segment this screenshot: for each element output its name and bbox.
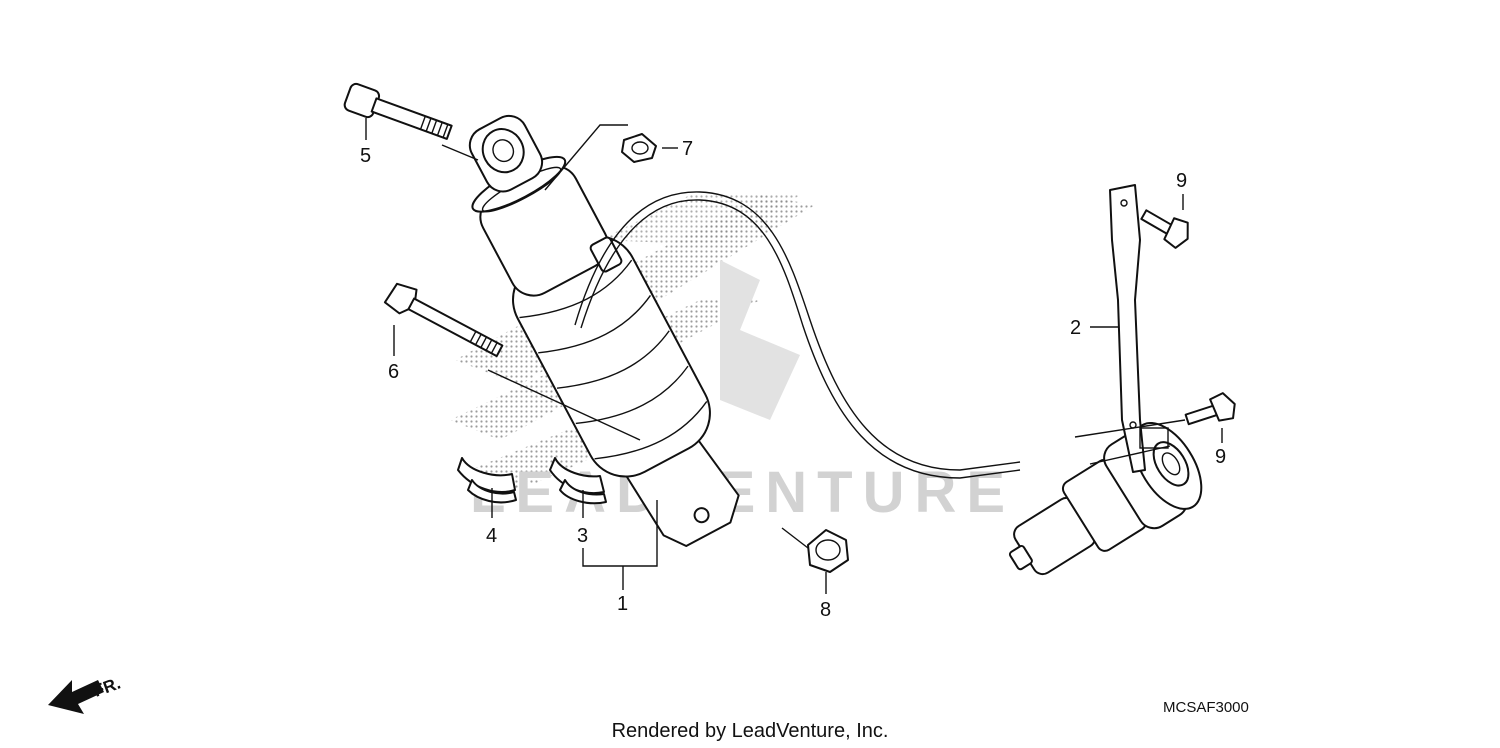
shock-absorber — [468, 114, 740, 547]
callout-9-upper: 9 — [1176, 170, 1187, 192]
bolt-6 — [383, 282, 504, 358]
adjuster-hose — [574, 191, 1021, 471]
bolt-9-lower — [1184, 392, 1236, 426]
callout-5: 5 — [360, 145, 371, 167]
bushing-4 — [457, 457, 517, 504]
callout-7: 7 — [682, 138, 693, 160]
bolt-9-upper — [1140, 209, 1189, 249]
nut-7 — [621, 133, 657, 163]
callout-8: 8 — [820, 599, 831, 621]
preload-adjuster — [1008, 421, 1203, 576]
callout-3: 3 — [577, 525, 588, 547]
nut-8 — [807, 529, 849, 573]
callout-4: 4 — [486, 525, 497, 547]
callout-2: 2 — [1070, 317, 1081, 339]
footer-credit: Rendered by LeadVenture, Inc. — [612, 720, 889, 742]
bolt-5 — [343, 82, 453, 140]
bushing-3 — [549, 457, 607, 505]
arrow-left-down-icon: FR. — [48, 674, 123, 714]
callout-9-lower: 9 — [1215, 446, 1226, 468]
callout-6: 6 — [388, 361, 399, 383]
direction-label: FR. — [91, 674, 123, 701]
callout-1: 1 — [617, 593, 628, 615]
diagram-code: MCSAF3000 — [1163, 699, 1249, 716]
adjuster-bracket — [1109, 184, 1146, 473]
